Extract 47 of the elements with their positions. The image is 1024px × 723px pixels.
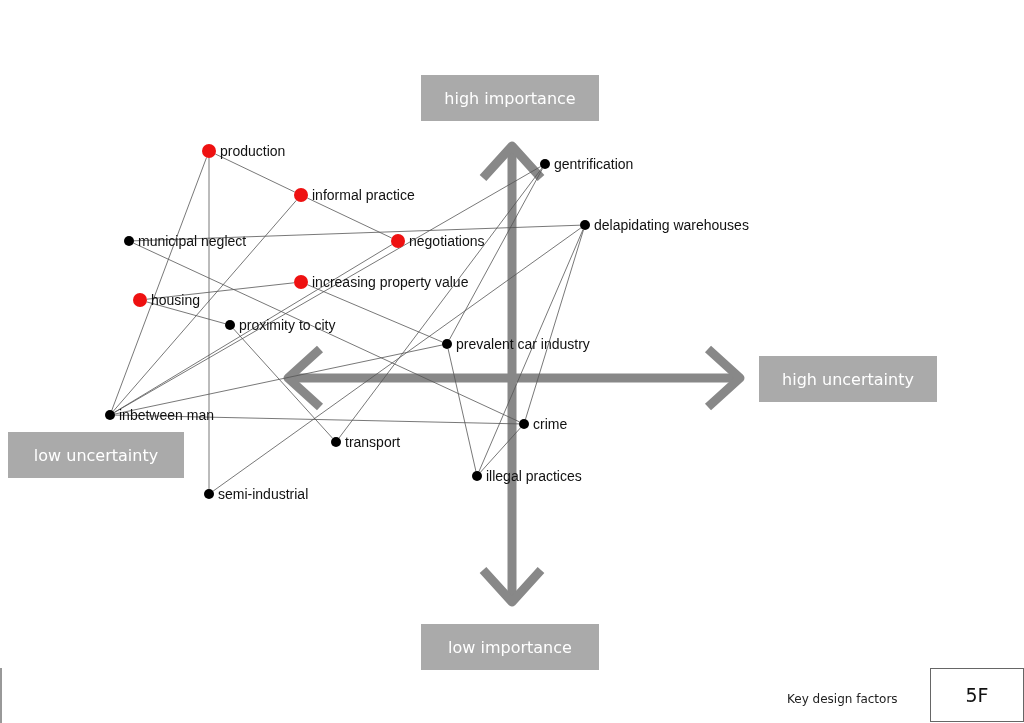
connector-line bbox=[146, 282, 295, 300]
connector-line bbox=[306, 197, 393, 239]
connector-line bbox=[111, 157, 207, 411]
page-number: 5F bbox=[965, 684, 989, 706]
footer-text: Key design factors bbox=[787, 692, 898, 706]
point-label: housing bbox=[151, 291, 201, 309]
connector-line bbox=[146, 301, 226, 325]
connector-line bbox=[525, 229, 584, 420]
connector-line bbox=[208, 157, 210, 490]
connector-line bbox=[133, 224, 581, 242]
axis-label: high importance bbox=[444, 88, 576, 108]
axis-label-box bbox=[421, 75, 599, 121]
connector-line bbox=[212, 227, 582, 492]
point-label: increasing property value bbox=[312, 273, 469, 291]
connector-line bbox=[214, 153, 296, 193]
point-label: gentrification bbox=[554, 155, 634, 173]
connector-line bbox=[133, 242, 520, 423]
point-label: illegal practices bbox=[486, 467, 582, 485]
point-label: production bbox=[220, 142, 286, 160]
axis-label: high uncertainty bbox=[782, 369, 914, 389]
point-label: prevalent car industry bbox=[456, 335, 590, 353]
point-label: municipal neglect bbox=[138, 232, 247, 250]
point-label: delapidating warehouses bbox=[594, 216, 749, 234]
axis-label-box bbox=[759, 356, 937, 402]
point-label: semi-industrial bbox=[218, 485, 309, 503]
point-label: inbetween man bbox=[119, 406, 214, 424]
connector-line bbox=[447, 348, 477, 472]
connector-line bbox=[449, 168, 543, 340]
page-number-box bbox=[930, 668, 1024, 722]
point-label: transport bbox=[345, 433, 401, 451]
axis-label-box bbox=[8, 432, 184, 478]
connector-line bbox=[114, 344, 443, 415]
connector-line bbox=[480, 427, 521, 473]
point-label: negotiations bbox=[409, 232, 485, 250]
connector-line bbox=[338, 167, 543, 439]
axis-label: low importance bbox=[448, 637, 572, 657]
connector-line bbox=[233, 328, 333, 439]
connector-line bbox=[114, 414, 520, 425]
point-label: informal practice bbox=[312, 186, 415, 204]
axis-label-box bbox=[421, 624, 599, 670]
point-label: crime bbox=[533, 415, 568, 433]
connector-line bbox=[307, 284, 443, 343]
axis-label: low uncertainty bbox=[33, 445, 159, 465]
point-label: proximity to city bbox=[239, 316, 336, 334]
connector-line bbox=[113, 166, 542, 413]
connector-line bbox=[112, 199, 297, 412]
connector-line bbox=[478, 229, 584, 472]
